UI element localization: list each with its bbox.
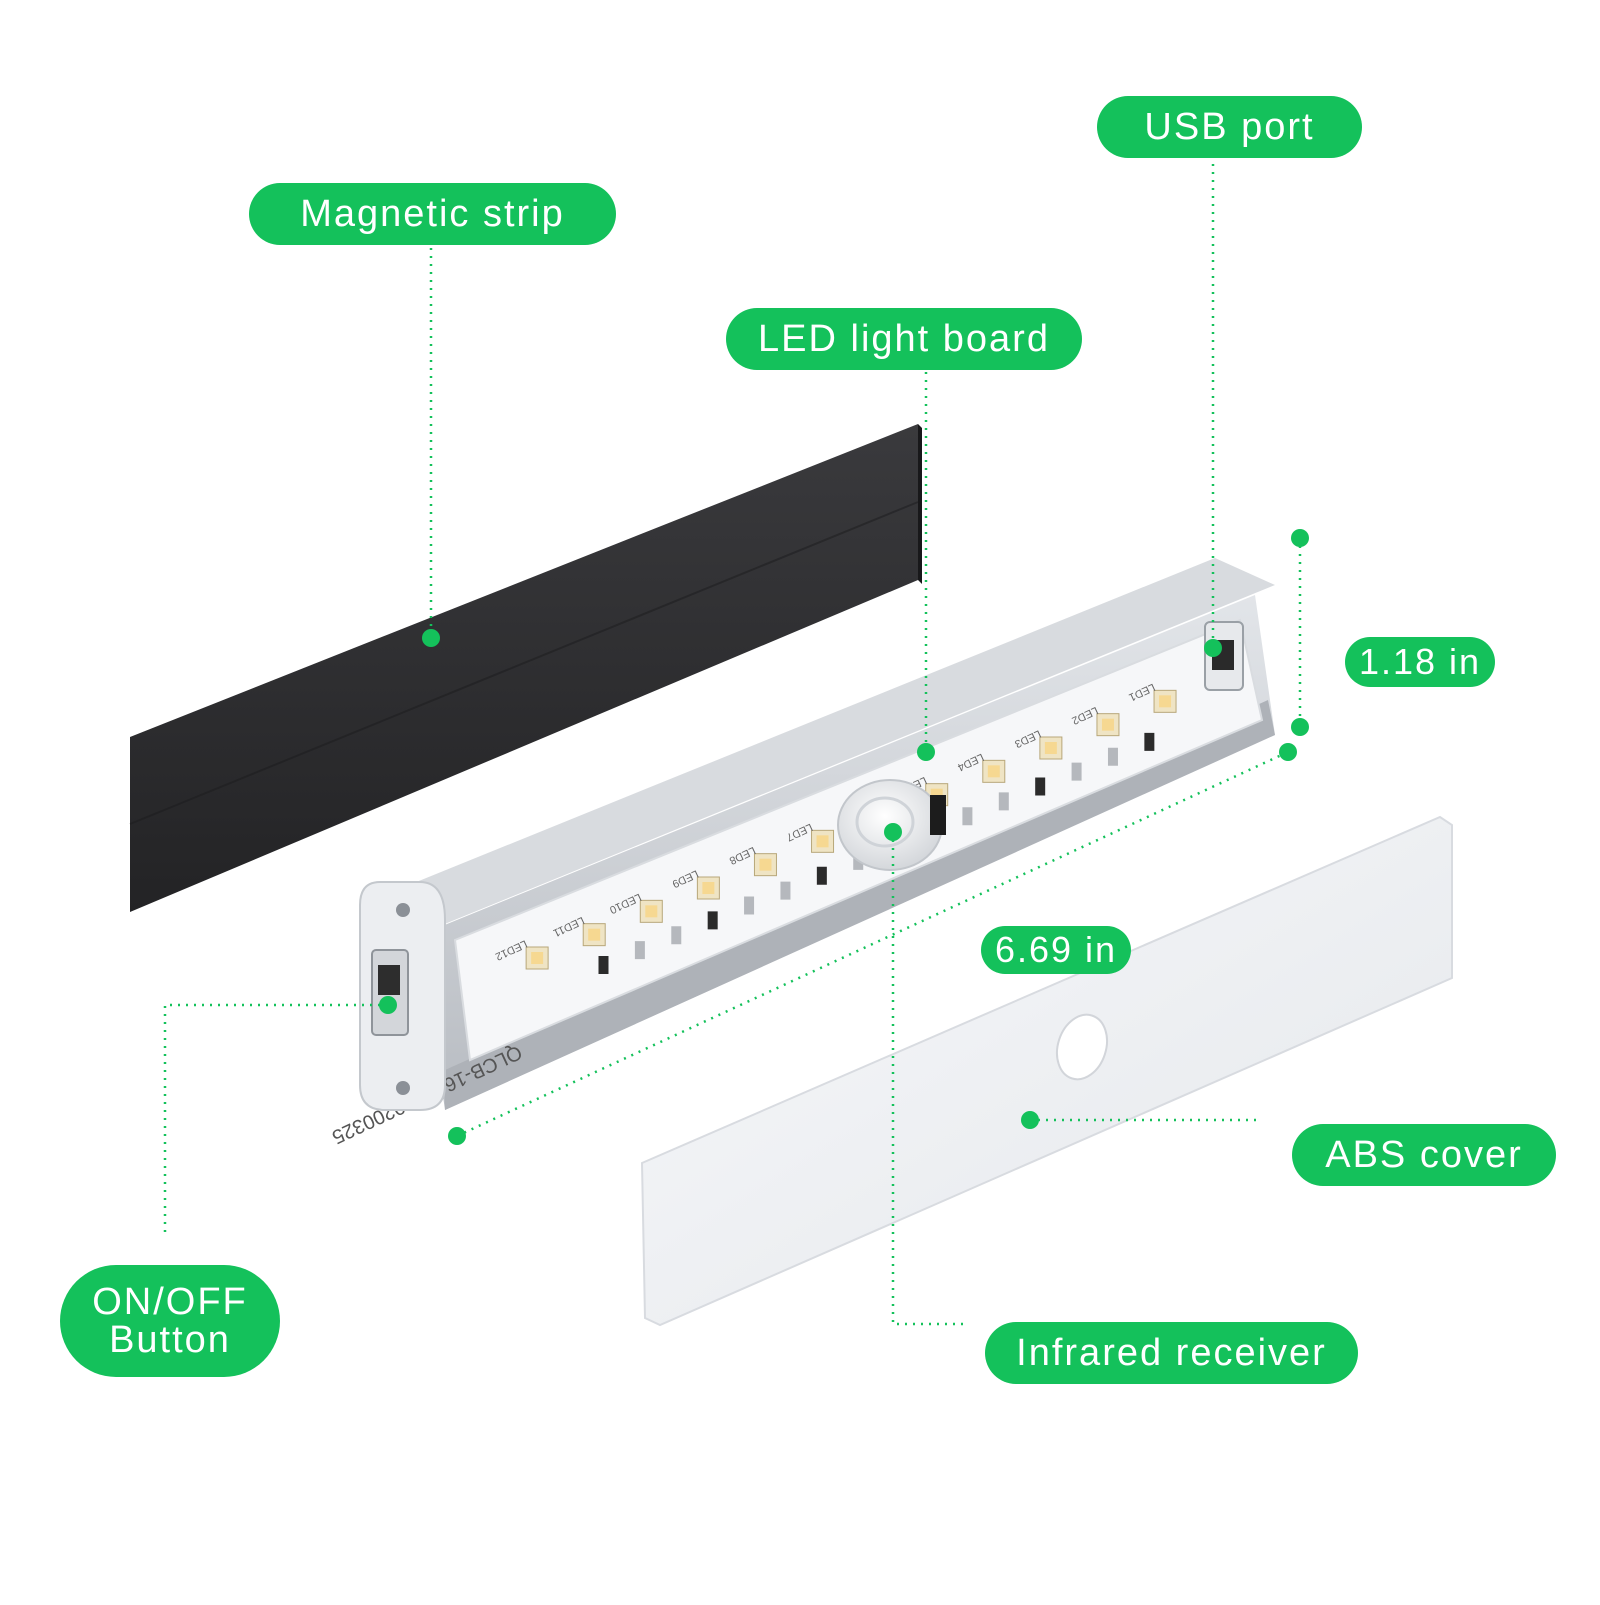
- smd-component: [1071, 762, 1082, 781]
- abs-cover: [640, 815, 1453, 1327]
- smd-component: [962, 807, 973, 826]
- label-length: 6.69 in: [981, 926, 1131, 974]
- smd-component: [1107, 747, 1118, 766]
- smd-component: [744, 896, 755, 915]
- label-on-off-button: ON/OFF Button: [60, 1265, 280, 1377]
- leader-on-off: [163, 1003, 388, 1237]
- aluminum-housing-top: [372, 558, 1275, 930]
- smd-component: [780, 881, 791, 900]
- label-infrared-receiver: Infrared receiver: [985, 1322, 1358, 1384]
- smd-component: [816, 866, 827, 885]
- smd-component: [634, 941, 645, 960]
- smd-component: [598, 956, 609, 974]
- leader-dots: [379, 529, 1309, 1145]
- leader-lines: [163, 156, 1302, 1326]
- label-led-light-board: LED light board: [726, 308, 1082, 370]
- smd-component: [671, 926, 682, 945]
- label-height: 1.18 in: [1345, 637, 1495, 687]
- label-usb-port: USB port: [1097, 96, 1362, 158]
- magnetic-strip-edge: [918, 424, 922, 584]
- label-on-off-line1: ON/OFF: [92, 1281, 248, 1323]
- smd-component: [1144, 732, 1155, 751]
- label-magnetic-strip: Magnetic strip: [249, 183, 616, 245]
- abs-cover-sensor-hole: [1056, 1013, 1108, 1081]
- slide-switch-icon: [371, 949, 409, 1036]
- smd-component: [1035, 777, 1046, 796]
- leader-length: [456, 750, 1289, 1138]
- screw-icon: [396, 1081, 410, 1095]
- screw-icon: [396, 903, 410, 917]
- smd-component: [707, 911, 718, 930]
- magnetic-strip: [130, 424, 918, 912]
- smd-component: [998, 792, 1009, 811]
- label-on-off-line2: Button: [109, 1319, 231, 1361]
- magnetic-strip-seam: [129, 501, 919, 825]
- label-abs-cover: ABS cover: [1292, 1124, 1556, 1186]
